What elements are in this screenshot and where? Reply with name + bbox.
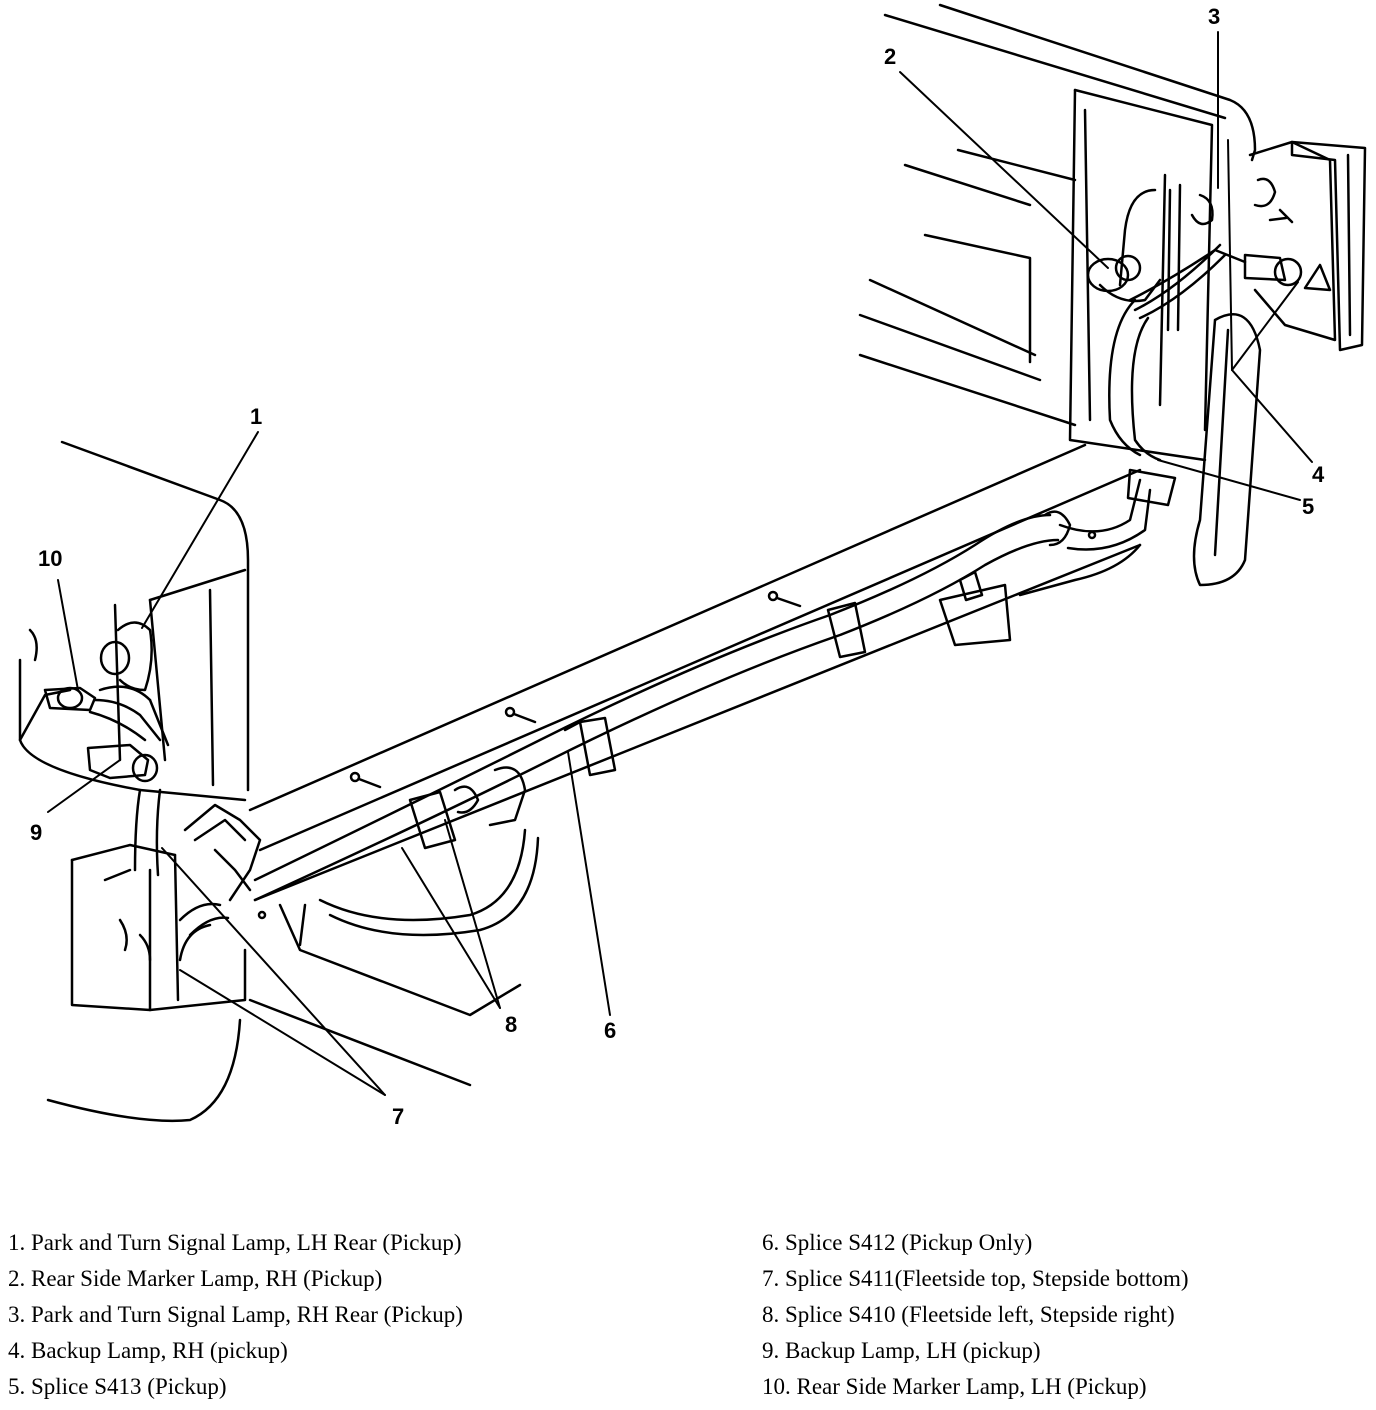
lh-backup-lamp-connector [86, 743, 159, 783]
rh-bumper [1192, 313, 1262, 587]
callout-1: 1 [250, 404, 262, 429]
legend-column-left: 1. Park and Turn Signal Lamp, LH Rear (P… [8, 1225, 748, 1405]
callout-5: 5 [1302, 494, 1314, 519]
callout-7: 7 [392, 1104, 404, 1129]
lh-harness-branches [88, 685, 262, 962]
harness-clips [408, 468, 1177, 850]
callout-3: 3 [1208, 4, 1220, 29]
legend-item-10: 10. Rear Side Marker Lamp, LH (Pickup) [762, 1374, 1147, 1399]
rh-park-turn-lamp-connector [1190, 193, 1214, 226]
rh-backup-lamp-connector [1243, 253, 1303, 287]
rh-tail-lamp-assembly [1248, 140, 1367, 352]
callout-2: 2 [884, 44, 896, 69]
rh-harness-branches [1108, 183, 1247, 462]
legend-item-6: 6. Splice S412 (Pickup Only) [762, 1230, 1033, 1255]
rh-body-panel [858, 3, 1257, 462]
legend-item-4: 4. Backup Lamp, RH (pickup) [8, 1338, 288, 1363]
callout-6: 6 [604, 1018, 616, 1043]
main-harness [253, 478, 1152, 937]
legend-item-2: 2. Rear Side Marker Lamp, RH (Pickup) [8, 1266, 383, 1291]
callout-8: 8 [505, 1012, 517, 1037]
callout-9: 9 [30, 820, 42, 845]
leader-lines [47, 31, 1313, 1096]
callout-4: 4 [1312, 462, 1325, 487]
legend-item-5: 5. Splice S413 (Pickup) [8, 1374, 227, 1399]
legend-item-9: 9. Backup Lamp, LH (pickup) [762, 1338, 1041, 1363]
lh-park-turn-lamp-connector [99, 621, 153, 692]
legend-item-8: 8. Splice S410 (Fleetside left, Stepside… [762, 1302, 1175, 1327]
legend-item-1: 1. Park and Turn Signal Lamp, LH Rear (P… [8, 1230, 462, 1255]
callout-10: 10 [38, 546, 62, 571]
wiring-diagram: 1 2 3 4 5 6 7 8 9 10 [18, 3, 1367, 1129]
lh-body-panel [18, 440, 250, 1123]
frame-crossmember [248, 443, 1142, 1087]
legend-item-3: 3. Park and Turn Signal Lamp, RH Rear (P… [8, 1302, 463, 1327]
lh-side-marker-connector [43, 686, 97, 712]
legend-item-7: 7. Splice S411(Fleetside top, Stepside b… [762, 1266, 1189, 1291]
legend: 1. Park and Turn Signal Lamp, LH Rear (P… [0, 1225, 1376, 1410]
legend-column-right: 6. Splice S412 (Pickup Only) 7. Splice S… [762, 1225, 1372, 1405]
rh-side-marker-connector [1086, 254, 1162, 303]
callout-numbers: 1 2 3 4 5 6 7 8 9 10 [30, 4, 1325, 1129]
mounting-screws [257, 530, 1097, 920]
